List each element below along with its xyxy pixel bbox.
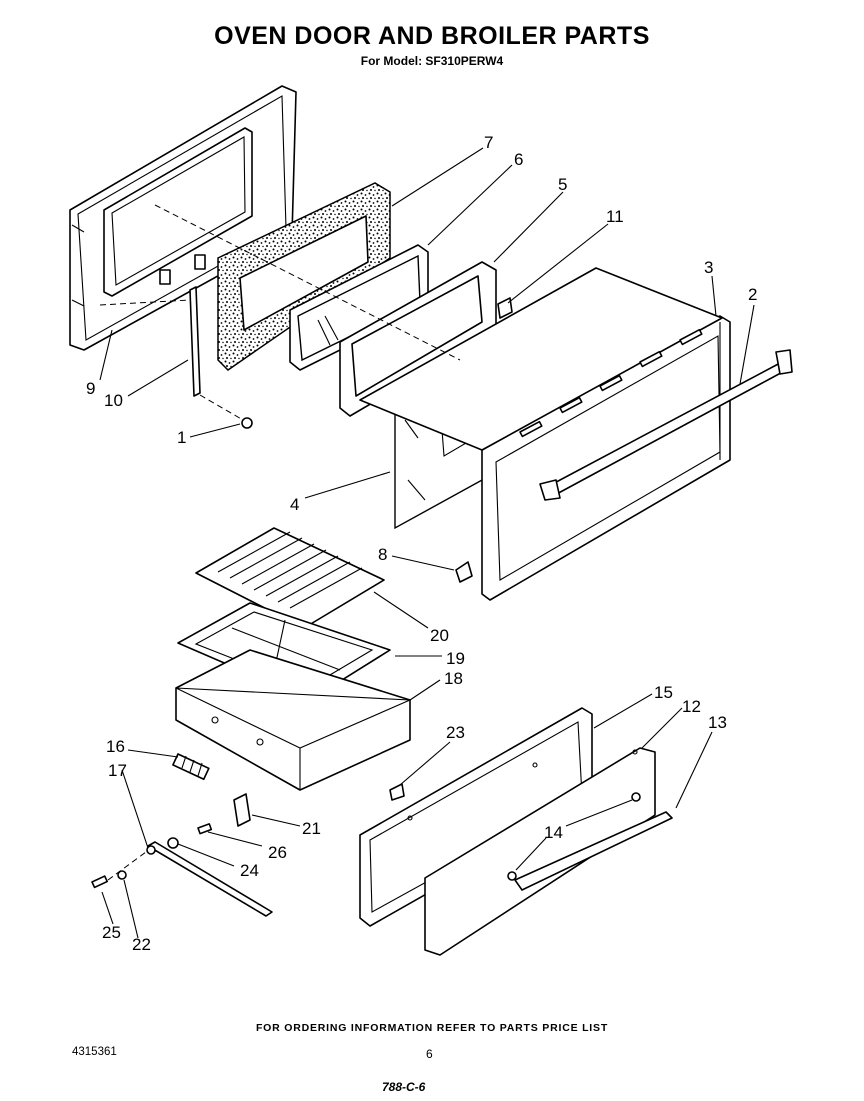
callout-8: 8 xyxy=(378,545,387,564)
page-title: OVEN DOOR AND BROILER PARTS xyxy=(214,22,650,50)
callout-25: 23 xyxy=(446,723,465,742)
broiler-rod xyxy=(146,841,273,917)
drawer-handle xyxy=(514,811,673,891)
rod-screw xyxy=(91,851,147,889)
door-outer-panel xyxy=(69,85,297,351)
rod-nut xyxy=(167,837,179,849)
callout-5: 5 xyxy=(558,175,567,194)
door-insulation xyxy=(217,182,391,371)
leader-lines xyxy=(99,147,755,939)
door-screw xyxy=(199,394,253,429)
broiler-spring xyxy=(172,753,210,781)
callout-12: 12 xyxy=(682,697,701,716)
document-number: 4315361 xyxy=(72,1046,117,1058)
callout-20: 20 xyxy=(430,626,449,645)
drawer-clip xyxy=(389,783,405,801)
callout-10: 10 xyxy=(104,391,123,410)
page-number: 6 xyxy=(426,1047,433,1061)
drawer-handle-nuts xyxy=(507,792,641,881)
callout-23: 25 xyxy=(102,923,121,942)
callout-18: 18 xyxy=(444,669,463,688)
callout-1: 1 xyxy=(177,428,186,447)
callout-17: 17 xyxy=(108,761,127,780)
callout-4: 4 xyxy=(290,495,299,514)
callout-22: 22 xyxy=(132,935,151,954)
callout-14: 14 xyxy=(544,823,563,842)
callout-6: 6 xyxy=(514,150,523,169)
callout-21: 21 xyxy=(302,819,321,838)
drawer-front-panel xyxy=(424,747,656,956)
model-subtitle: For Model: SF310PERW4 xyxy=(360,54,504,68)
callout-11: 11 xyxy=(606,207,624,226)
callout-2: 2 xyxy=(748,285,757,304)
callout-7: 7 xyxy=(484,133,493,152)
bracket-screw xyxy=(197,823,213,835)
callout-26: 26 xyxy=(268,843,287,862)
broiler-pan xyxy=(175,649,411,791)
rod-washer xyxy=(117,870,127,880)
latch-bracket xyxy=(233,793,251,827)
callout-16: 16 xyxy=(106,737,125,756)
door-clip xyxy=(455,561,473,583)
callout-numbers: 7 6 5 11 3 2 9 10 1 4 8 20 19 18 16 17 2… xyxy=(86,133,757,954)
door-trim-strip xyxy=(189,286,201,397)
ordering-info-note: FOR ORDERING INFORMATION REFER TO PARTS … xyxy=(255,1022,609,1034)
handwritten-note: 788-C-6 xyxy=(382,1080,426,1094)
broiler-grid xyxy=(195,527,385,629)
callout-9: 9 xyxy=(86,379,95,398)
door-handle xyxy=(539,349,793,501)
callout-3: 3 xyxy=(704,258,713,277)
callout-24: 24 xyxy=(240,861,259,880)
callout-13: 13 xyxy=(708,713,727,732)
callout-15: 15 xyxy=(654,683,673,702)
callout-19: 19 xyxy=(446,649,465,668)
